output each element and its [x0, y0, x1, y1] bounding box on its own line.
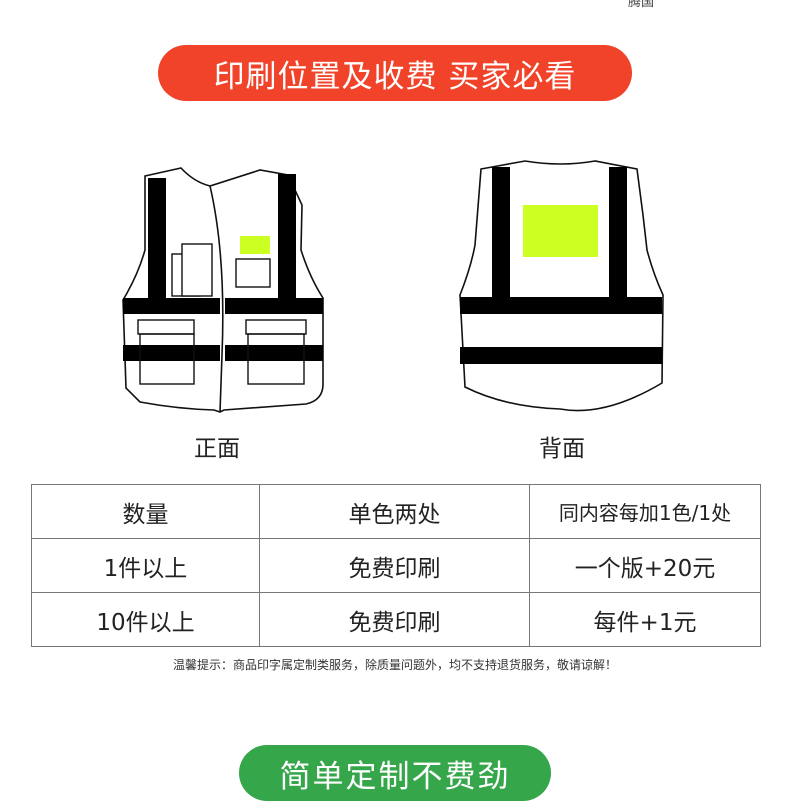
cell-price: 免费印刷 [259, 538, 530, 593]
table-row: 1件以上 免费印刷 一个版+20元 [31, 538, 761, 593]
table-row: 10件以上 免费印刷 每件+1元 [31, 592, 761, 647]
cut-off-top-text: 腾国 [628, 0, 655, 10]
lower-pocket-right-flap [245, 319, 307, 335]
front-print-area [240, 236, 270, 254]
front-label: 正面 [194, 436, 240, 462]
lower-pocket-left [139, 333, 195, 385]
warm-tip-note: 温馨提示：商品印字属定制类服务，除质量问题外，均不支持退货服务，敬请谅解！ [172, 658, 617, 672]
badge-pocket [235, 258, 271, 288]
upper-waist-stripe-right [225, 298, 323, 314]
chest-pocket-2 [181, 243, 213, 297]
front-zipper-line [209, 185, 224, 413]
cell-price: 免费印刷 [259, 592, 530, 647]
lower-waist-stripe-right [225, 345, 323, 361]
lower-pocket-right [247, 333, 305, 385]
back-upper-stripe [460, 297, 662, 314]
header-extra-color: 同内容每加1色/1处 [529, 484, 761, 539]
easy-customization-banner: 简单定制不费劲 [239, 745, 551, 801]
header-single-color: 单色两处 [259, 484, 530, 539]
cell-quantity: 10件以上 [31, 592, 260, 647]
lower-waist-stripe-left [123, 345, 220, 361]
header-quantity: 数量 [31, 484, 260, 539]
lower-pocket-left-flap [137, 319, 195, 335]
back-left-stripe [492, 167, 510, 297]
cell-extra: 一个版+20元 [529, 538, 761, 593]
back-label: 背面 [539, 436, 585, 462]
back-lower-stripe [460, 347, 662, 364]
cell-extra: 每件+1元 [529, 592, 761, 647]
upper-waist-stripe-left [123, 298, 220, 314]
back-right-stripe [609, 167, 627, 297]
table-header-row: 数量 单色两处 同内容每加1色/1处 [31, 484, 761, 539]
back-vest-diagram [459, 160, 664, 412]
front-vest-diagram [122, 167, 324, 413]
price-table: 数量 单色两处 同内容每加1色/1处 1件以上 免费印刷 一个版+20元 10件… [31, 484, 761, 647]
back-print-area [523, 205, 598, 257]
back-vest-outline [459, 160, 664, 412]
right-shoulder-stripe [278, 174, 296, 298]
print-position-banner: 印刷位置及收费 买家必看 [158, 45, 632, 101]
cell-quantity: 1件以上 [31, 538, 260, 593]
left-shoulder-stripe [148, 178, 166, 298]
